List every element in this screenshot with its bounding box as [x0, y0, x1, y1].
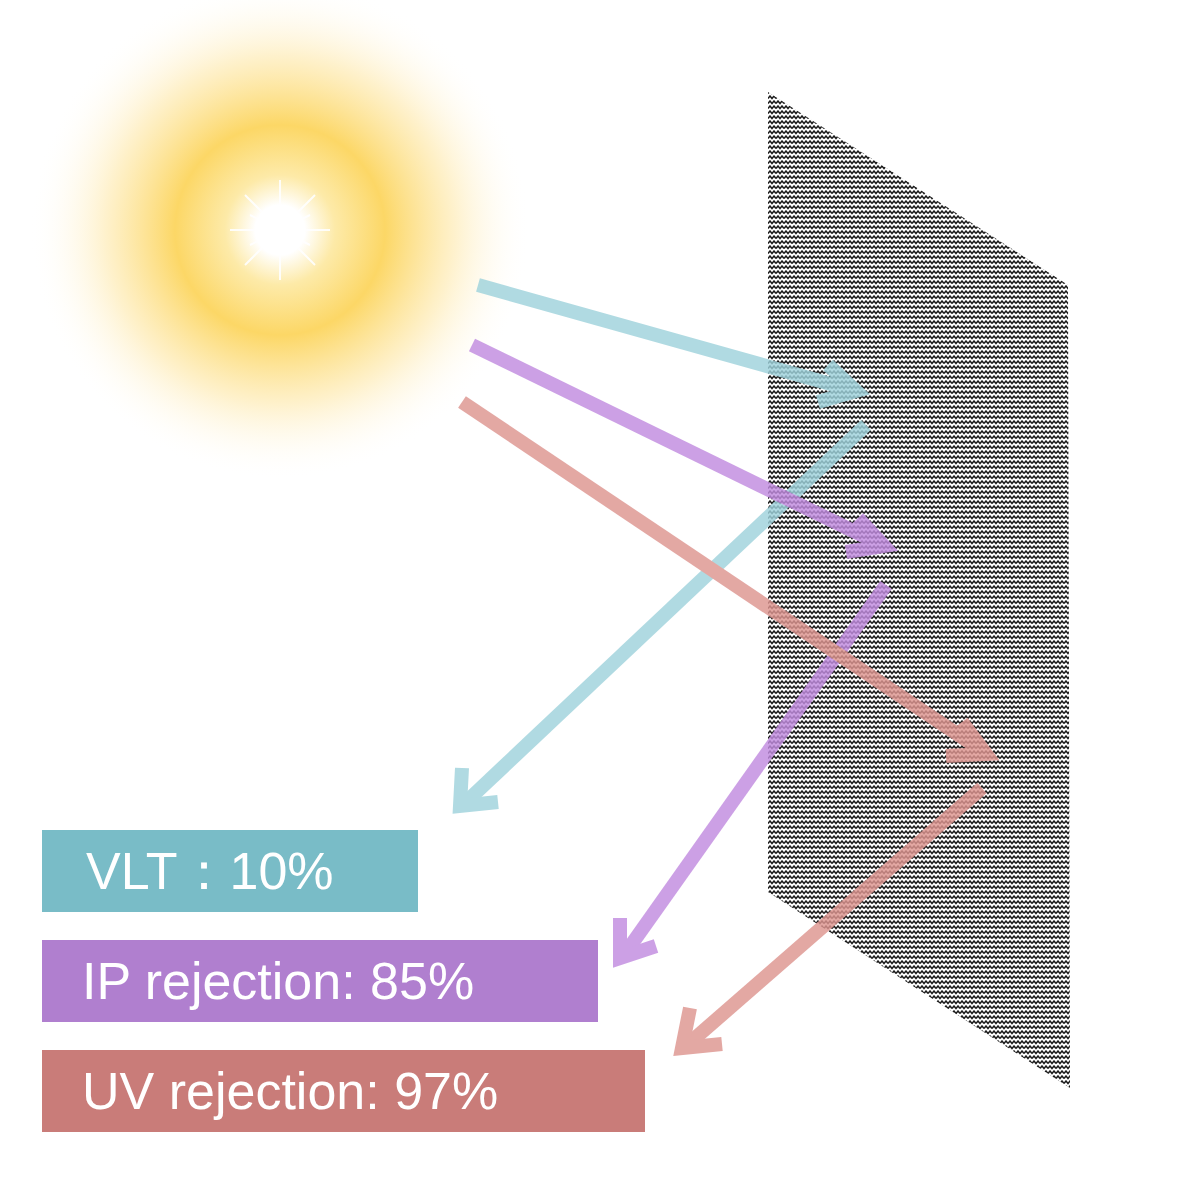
sun-core [260, 210, 300, 250]
label-box: UV rejection: 97% [42, 1050, 645, 1132]
sun-glow [30, 0, 530, 480]
spec-value: UV rejection: 97% [82, 1065, 498, 1117]
spec-value: VLT：10% [86, 845, 334, 897]
label-box: VLT：10% [42, 830, 418, 912]
label-box: IP rejection: 85% [42, 940, 598, 1022]
spec-value: IP rejection: 85% [82, 955, 474, 1007]
sun-rays [230, 180, 330, 280]
